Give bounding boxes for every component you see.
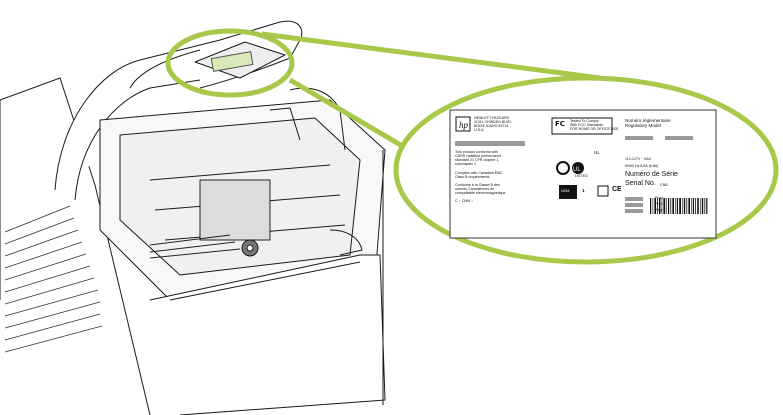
serial-prefix: CNB [660,183,668,187]
serial-number-fr: Numéro de Série [625,171,678,178]
hp-logo-glyph: hp [459,120,469,130]
ices-statement: Complies with Canadian EMC Class B requi… [455,171,503,180]
listed-text: LISTED [575,174,588,178]
product-label-3: Regl [655,208,663,212]
csa-icon [556,161,570,175]
ul-icon-text: UL [573,167,581,173]
fcc-compliance-text: Tested To Comply With FCC Standards FOR … [570,119,619,132]
nom-code: 1 [582,188,585,193]
ul-cert-mark: UL [594,150,600,155]
nom-mark: NOM [561,189,570,193]
callout-line-top [261,31,601,81]
regulatory-model-heading: Numéro réglementaire Regulatory Model [625,118,671,129]
cdrh-statement: This product conforms with CDRH radiatio… [455,150,502,167]
electrical-rating-voltage: 110-127V ~ 6AC [625,157,652,161]
cnc-marks: C ⋆ CNM ⋆ [455,199,474,203]
nom-icon [559,185,577,199]
serial-barcode [650,198,708,214]
side-vents [4,205,103,353]
serial-number-en: Serial No. [625,180,656,187]
front-door [149,254,386,415]
fcc-mark: FC [555,120,565,128]
ac-symbol-icon [597,185,609,197]
ce-mark: CE [612,186,622,193]
product-label-1: Prod [655,196,663,200]
fcc-box [551,117,613,135]
nmb-statement: Conforme à la Classe B des normes Canadi… [455,183,507,196]
ul-icon [572,162,584,174]
hp-logo [455,116,471,132]
electrical-rating-current: 50/60 Hz 6,8A (6,8A) [625,164,659,168]
product-label-2: Prod [655,202,663,206]
company-address: HEWLETT-PACKARD 11311 CHINDEN BLVD. BOIS… [474,116,512,133]
highlight-small-ellipse [165,28,295,98]
